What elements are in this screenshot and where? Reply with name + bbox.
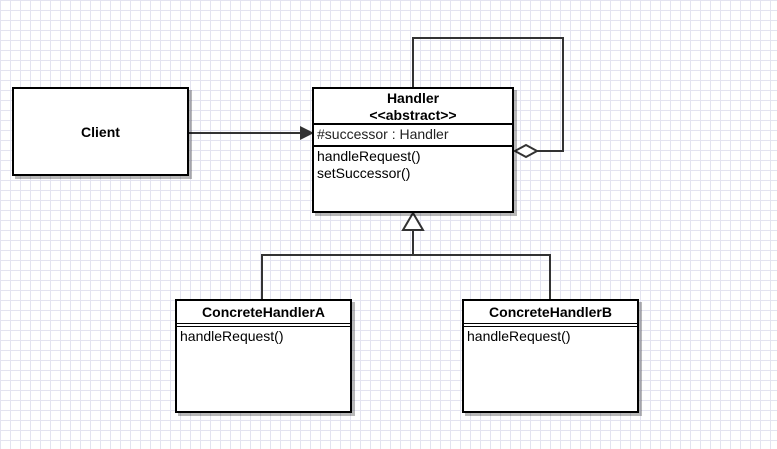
handler-operation: handleRequest() bbox=[317, 148, 421, 164]
handler-class-box[interactable]: Handler <<abstract>> #successor : Handle… bbox=[312, 87, 514, 213]
generalization-branch-line bbox=[261, 254, 551, 299]
concrete-handler-a-operations-section: handleRequest() bbox=[177, 323, 350, 346]
concrete-handler-a-class-name: ConcreteHandlerA bbox=[202, 304, 325, 320]
concrete-handler-a-class-box[interactable]: ConcreteHandlerA handleRequest() bbox=[175, 299, 352, 413]
handler-attribute: #successor : Handler bbox=[317, 126, 449, 142]
handler-attributes-section: #successor : Handler bbox=[314, 123, 512, 145]
handler-class-name: Handler bbox=[386, 90, 440, 106]
handler-class-header: Handler <<abstract>> bbox=[314, 89, 512, 123]
association-arrowhead bbox=[300, 126, 314, 140]
concrete-handler-b-operation: handleRequest() bbox=[467, 328, 571, 344]
self-aggregation-line bbox=[412, 37, 564, 152]
client-class-box[interactable]: Client bbox=[12, 87, 189, 176]
handler-operations-section: handleRequest() setSuccessor() bbox=[314, 145, 512, 183]
aggregation-diamond bbox=[512, 143, 540, 159]
concrete-handler-b-operations-section: handleRequest() bbox=[464, 323, 637, 346]
concrete-handler-b-class-box[interactable]: ConcreteHandlerB handleRequest() bbox=[462, 299, 639, 413]
client-class-name: Client bbox=[81, 123, 120, 140]
handler-stereotype: <<abstract>> bbox=[369, 107, 457, 123]
handler-operation: setSuccessor() bbox=[317, 165, 411, 181]
concrete-handler-a-operation: handleRequest() bbox=[180, 328, 284, 344]
generalization-triangle bbox=[401, 211, 425, 231]
concrete-handler-b-class-name: ConcreteHandlerB bbox=[489, 304, 612, 320]
